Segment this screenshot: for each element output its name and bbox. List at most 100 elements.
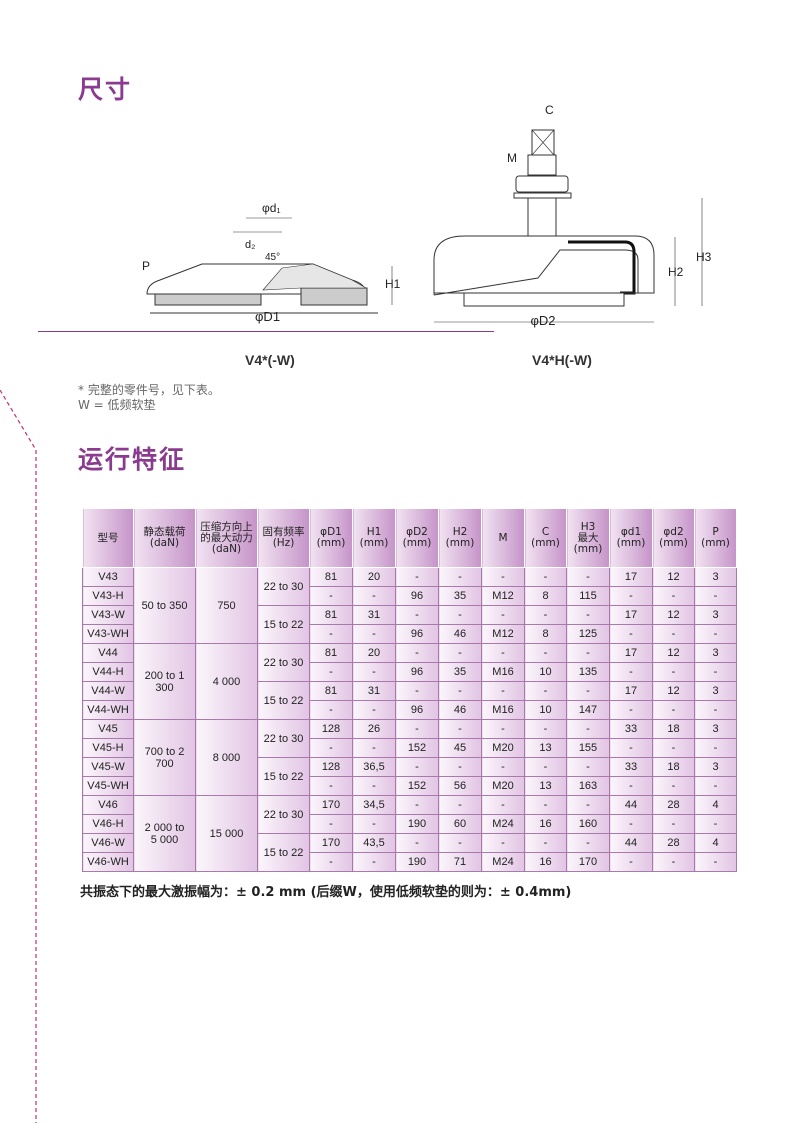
cell-value: 190 [395, 852, 439, 872]
cell-value: - [566, 681, 610, 701]
label-d2: d₂ [245, 239, 255, 251]
cell-value: 12 [652, 643, 695, 663]
cell-value: - [395, 757, 439, 777]
cell-value: 44 [609, 795, 653, 815]
cell-value: - [609, 814, 653, 834]
margin-dashed-line [0, 390, 37, 1123]
cell-value: - [352, 738, 396, 758]
cell-value: 3 [694, 605, 737, 625]
cell-value: - [438, 681, 482, 701]
cell-value: M12 [481, 624, 525, 644]
cell-value: - [438, 643, 482, 663]
cell-value: 71 [438, 852, 482, 872]
cell-value: - [652, 662, 695, 682]
cell-value: - [524, 605, 567, 625]
cell-model: V44-H [82, 662, 134, 682]
column-header: 静态载荷 (daN) [133, 508, 196, 568]
cell-natural-frequency: 22 to 30 [257, 643, 310, 682]
cell-value: - [609, 776, 653, 796]
cell-value: - [652, 852, 695, 872]
cell-static-load: 2 000 to 5 000 [133, 795, 196, 872]
cell-value: 33 [609, 719, 653, 739]
cell-value: - [395, 719, 439, 739]
cell-value: M20 [481, 776, 525, 796]
cell-max-dynamic-force: 8 000 [195, 719, 258, 796]
column-header: φd2 (mm) [652, 508, 695, 568]
label-h2: H2 [668, 265, 684, 279]
cell-value: - [309, 700, 353, 720]
cell-value: 3 [694, 757, 737, 777]
note-w: W = 低频软垫 [78, 398, 156, 412]
column-header: φd1 (mm) [609, 508, 653, 568]
cell-value: - [524, 681, 567, 701]
cell-value: 96 [395, 662, 439, 682]
cell-value: 31 [352, 605, 396, 625]
cell-value: 31 [352, 681, 396, 701]
caption-v4h: V4*H(-W) [532, 352, 592, 368]
cell-value: 81 [309, 643, 353, 663]
cell-value: - [481, 643, 525, 663]
cell-value: - [566, 643, 610, 663]
label-m: M [507, 151, 517, 165]
note-part-number: * 完整的零件号，见下表。 [78, 383, 220, 397]
cell-value: - [609, 624, 653, 644]
cell-model: V46-W [82, 833, 134, 853]
cell-value: 135 [566, 662, 610, 682]
cell-model: V46-H [82, 814, 134, 834]
cell-value: 33 [609, 757, 653, 777]
cell-value: - [395, 795, 439, 815]
cell-value: 81 [309, 567, 353, 587]
cell-value: - [652, 776, 695, 796]
cell-value: - [352, 776, 396, 796]
cell-value: 115 [566, 586, 610, 606]
cell-value: 160 [566, 814, 610, 834]
cell-value: 3 [694, 719, 737, 739]
cell-model: V46-WH [82, 852, 134, 872]
cell-value: 17 [609, 605, 653, 625]
cell-static-load: 700 to 2 700 [133, 719, 196, 796]
label-p: P [142, 259, 150, 273]
cell-model: V45-W [82, 757, 134, 777]
cell-value: 81 [309, 681, 353, 701]
cell-value: - [352, 700, 396, 720]
cell-value: - [481, 833, 525, 853]
cell-value: - [395, 567, 439, 587]
cell-value: 170 [309, 833, 353, 853]
cell-value: 17 [609, 643, 653, 663]
cell-value: - [694, 776, 737, 796]
cell-value: 4 [694, 795, 737, 815]
cell-value: 96 [395, 586, 439, 606]
cell-value: 16 [524, 852, 567, 872]
cell-value: 8 [524, 624, 567, 644]
cell-natural-frequency: 22 to 30 [257, 719, 310, 758]
cell-natural-frequency: 15 to 22 [257, 681, 310, 720]
cell-model: V43-W [82, 605, 134, 625]
cell-value: - [694, 586, 737, 606]
section-title-characteristics: 运行特征 [78, 445, 187, 474]
cell-model: V46 [82, 795, 134, 815]
cell-value: - [524, 833, 567, 853]
cell-natural-frequency: 22 to 30 [257, 567, 310, 606]
cell-value: M24 [481, 852, 525, 872]
cell-value: 163 [566, 776, 610, 796]
cell-value: - [652, 700, 695, 720]
cell-natural-frequency: 22 to 30 [257, 795, 310, 834]
cell-value: - [438, 757, 482, 777]
cell-model: V43-H [82, 586, 134, 606]
footnote-amplitude: 共振态下的最大激振幅为：± 0.2 mm (后缀W，使用低频软垫的则为：± 0.… [80, 885, 572, 900]
cell-value: 16 [524, 814, 567, 834]
column-header: 型号 [82, 508, 134, 568]
cell-value: - [609, 662, 653, 682]
section-title-dimensions: 尺寸 [78, 75, 133, 104]
cell-value: M12 [481, 586, 525, 606]
cell-value: 46 [438, 700, 482, 720]
cell-value: 3 [694, 681, 737, 701]
cell-max-dynamic-force: 4 000 [195, 643, 258, 720]
cell-value: - [609, 852, 653, 872]
label-phi-d2: φD2 [530, 313, 555, 328]
